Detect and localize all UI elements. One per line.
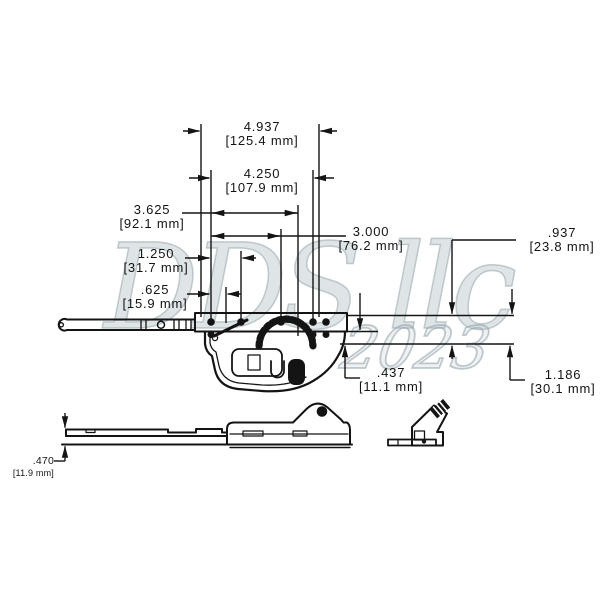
side-view-arm xyxy=(65,428,228,437)
sector-gear xyxy=(255,315,317,350)
dim-0437-label: .437 [11.1 mm] xyxy=(358,365,424,394)
dim-0470-label: .470 [11.9 mm] xyxy=(12,455,54,478)
drive-knob xyxy=(288,359,305,385)
dim-3000-label: 3.000 [76.2 mm] xyxy=(338,224,404,253)
threaded-stud xyxy=(430,399,451,419)
dim-1186-label: 1.186 [30.1 mm] xyxy=(530,367,596,396)
operator-top-view xyxy=(57,312,348,393)
bottom-dimension-lines xyxy=(54,413,69,462)
extension-lines xyxy=(200,124,320,336)
operator-side-view xyxy=(61,402,353,449)
side-view-housing xyxy=(226,402,351,449)
dim-0937-label: .937 [23.8 mm] xyxy=(529,225,595,254)
vertical-dimension-lines xyxy=(340,239,525,381)
crank-stud-detail xyxy=(387,399,451,447)
link-lever xyxy=(212,318,249,338)
crank-hub xyxy=(316,406,328,417)
dim-4250-label: 4.250 [107.9 mm] xyxy=(225,166,299,195)
mounting-track xyxy=(194,312,348,338)
operator-housing xyxy=(203,330,347,393)
horizontal-dimension-lines xyxy=(182,127,346,298)
dim-3625-label: 3.625 [92.1 mm] xyxy=(119,202,185,231)
dim-0625-label: .625 [15.9 mm] xyxy=(122,282,188,311)
dim-1250-label: 1.250 [31.7 mm] xyxy=(123,246,189,275)
dim-overall-width-label: 4.937 [125.4 mm] xyxy=(225,119,299,148)
operator-arm xyxy=(57,317,196,332)
